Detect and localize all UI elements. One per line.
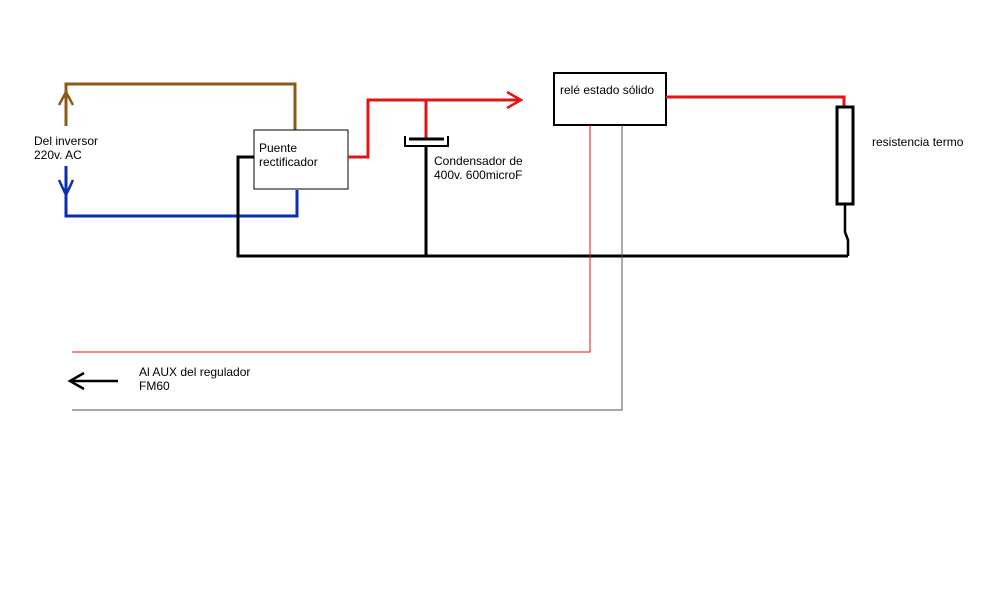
aux-label: Al AUX del regulador FM60 [139,365,250,393]
source-label-line1: Del inversor [34,134,99,148]
source-label: Del inversor 220v. AC [34,134,98,162]
aux-label-line1: Al AUX del regulador [139,365,251,379]
aux-arrow-left-icon [67,371,85,391]
heater-resistor [835,105,855,206]
control-positive-wire [72,125,591,353]
relay-box [553,72,667,126]
dc-positive-wire [348,98,520,159]
relay-output-wire [666,95,846,107]
rectifier-label-line1: Puente [259,141,298,155]
ac-live-arrow-icon [57,89,75,106]
capacitor-label-line1: Condensador de [434,154,523,168]
source-label-line2: 220v. AC [34,148,82,162]
rectifier-box [253,129,349,190]
heater-label: resistencia termo [872,135,964,149]
rectifier-label: Puente rectificador [259,141,318,169]
control-negative-wire [72,125,623,411]
ground-bus [236,155,848,258]
heater-ground-lead [843,204,850,256]
dc-positive-arrow-icon [506,90,524,110]
capacitor-label-line2: 400v. 600microF [434,168,523,182]
ac-neutral-arrow-icon [57,179,75,198]
ac-neutral-wire [64,166,299,218]
aux-label-line2: FM60 [139,379,170,393]
relay-label: relé estado sólido [560,83,655,97]
ac-live-wire [64,82,297,130]
capacitor-label: Condensador de 400v. 600microF [434,154,523,182]
rectifier-label-line2: rectificador [259,155,318,169]
